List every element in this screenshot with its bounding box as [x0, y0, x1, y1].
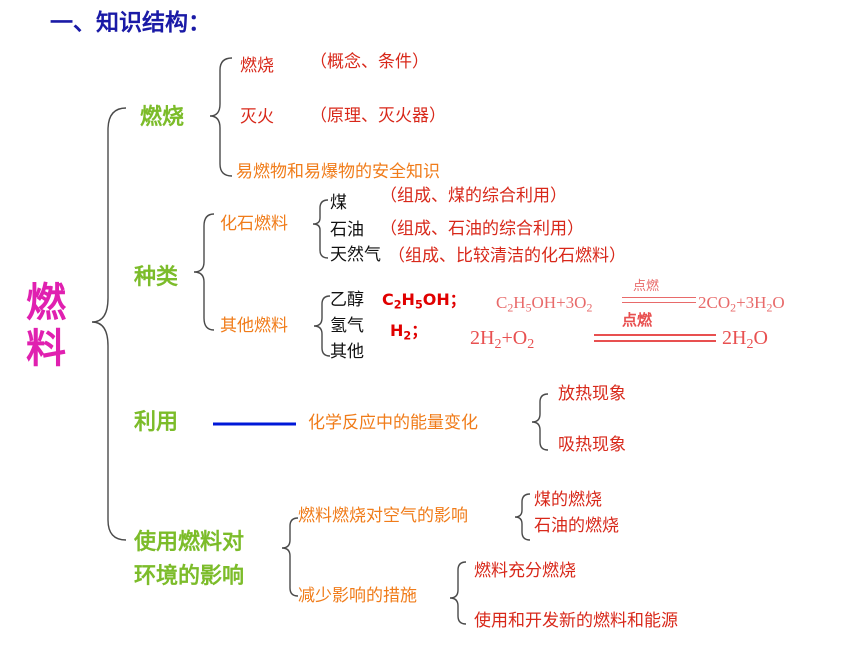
- air-bracket: [514, 493, 531, 541]
- utilization-label: 利用: [134, 410, 179, 435]
- fossil-label: 化石燃料: [220, 214, 288, 234]
- environment-air-item-oil: 石油的燃烧: [534, 516, 619, 536]
- equation-2-sign-bottom: [594, 340, 716, 342]
- utilization-item-exothermic: 放热现象: [558, 384, 626, 404]
- environment-measures-label: 减少影响的措施: [298, 586, 417, 606]
- equation-2-sign-top: [594, 334, 716, 336]
- types-label: 种类: [134, 265, 179, 290]
- hydrogen-formula: H2；: [390, 321, 428, 343]
- environment-air-item-coal: 煤的燃烧: [534, 490, 602, 510]
- combustion-item-2-note: （原理、灭火器）: [310, 106, 446, 126]
- fossil-bracket: [312, 199, 329, 259]
- fossil-item-gas: 天然气: [330, 245, 381, 265]
- combustion-item-1: 燃烧: [240, 56, 274, 76]
- combustion-item-2: 灭火: [240, 107, 274, 127]
- other-item-other: 其他: [330, 342, 364, 362]
- ethanol-formula: C2H5OH；: [382, 290, 466, 312]
- combustion-item-1-note: （概念、条件）: [310, 52, 429, 72]
- other-bracket: [313, 295, 331, 357]
- other-label: 其他燃料: [220, 316, 288, 336]
- equation-1-rhs: 2CO2+3H2O: [698, 293, 785, 315]
- environment-measures-item-2: 使用和开发新的燃料和能源: [474, 611, 678, 631]
- equation-1-sign-bottom: [622, 302, 696, 303]
- equation-1-condition: 点燃: [633, 279, 660, 294]
- combustion-item-3: 易燃物和易爆物的安全知识: [236, 162, 440, 182]
- fossil-item-coal: 煤: [330, 193, 347, 213]
- equation-1-sign-top: [622, 297, 696, 298]
- environment-bracket: [281, 517, 299, 597]
- environment-measures-item-1: 燃料充分燃烧: [474, 561, 576, 581]
- utilization-item-endothermic: 吸热现象: [558, 435, 626, 455]
- root-bracket: [91, 107, 127, 541]
- equation-1-lhs: C2H5OH+3O2: [496, 293, 593, 315]
- other-item-ethanol: 乙醇: [330, 290, 364, 310]
- fossil-item-oil-note: （组成、石油的综合利用）: [380, 219, 584, 239]
- root-label: 燃 料: [26, 280, 66, 372]
- page-title: 一、知识结构：: [50, 10, 211, 36]
- measures-bracket: [449, 561, 467, 625]
- fossil-item-oil: 石油: [330, 220, 364, 240]
- environment-label-line2: 环境的影响: [134, 564, 245, 589]
- fossil-item-coal-note: （组成、煤的综合利用）: [380, 186, 567, 206]
- fossil-item-gas-note: （组成、比较清洁的化石燃料）: [388, 246, 626, 266]
- utilization-middle: 化学反应中的能量变化: [308, 413, 478, 433]
- equation-2-condition: 点燃: [622, 311, 653, 329]
- types-bracket: [193, 213, 215, 331]
- equation-2-rhs: 2H2O: [722, 327, 768, 353]
- combustion-bracket: [209, 57, 233, 177]
- combustion-label: 燃烧: [140, 105, 185, 130]
- environment-label-line1: 使用燃料对: [134, 530, 245, 555]
- other-item-hydrogen: 氢气: [330, 316, 364, 336]
- utilization-bracket: [531, 393, 549, 451]
- equation-2-lhs: 2H2+O2: [470, 327, 535, 353]
- environment-air-label: 燃料燃烧对空气的影响: [298, 506, 468, 526]
